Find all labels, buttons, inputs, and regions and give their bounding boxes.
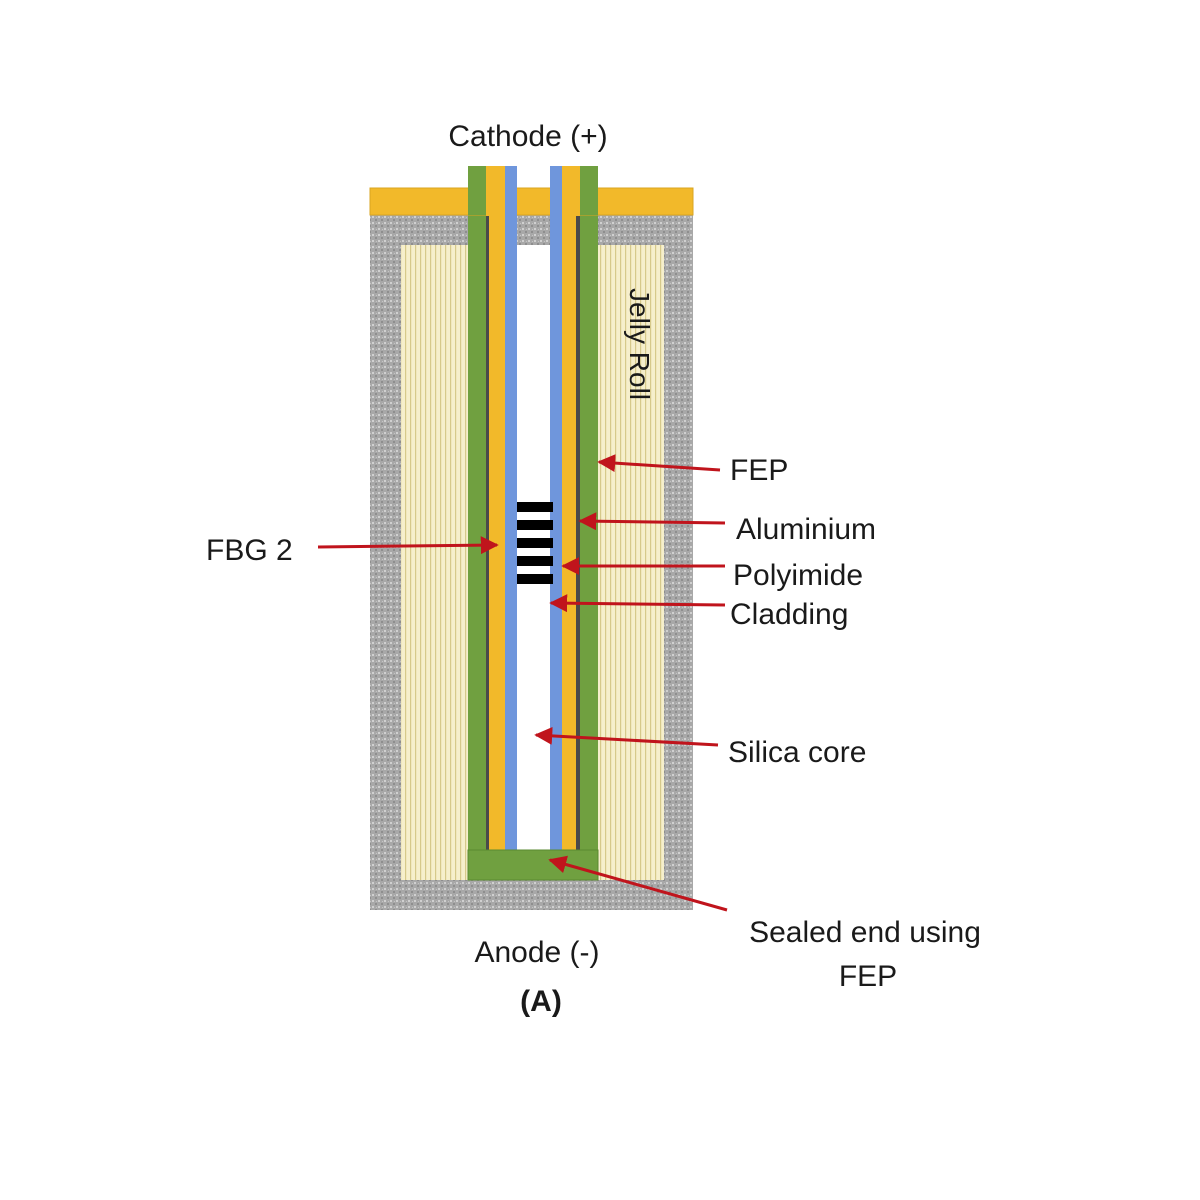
polyimide-right-top: [562, 166, 580, 216]
sealed-end-label-line1: Sealed end using: [749, 916, 981, 949]
anode-label: Anode (-): [474, 936, 599, 969]
sealed-end-arrow: [548, 855, 728, 912]
fbg-grating: [517, 502, 553, 584]
cladding-right: [550, 166, 562, 850]
fep-label: FEP: [730, 454, 788, 487]
fep-arrow: [597, 454, 721, 473]
polyimide-right: [562, 166, 576, 850]
grating-line: [517, 556, 553, 566]
fep-left-wall: [468, 166, 486, 850]
silica-core-arrow: [534, 726, 719, 747]
fep-right-through-cap: [580, 188, 598, 215]
fbg-label: FBG 2: [206, 534, 293, 567]
fep-right-wall: [580, 166, 598, 850]
cladding-right-top: [550, 166, 562, 216]
aluminium-arrow: [578, 512, 726, 531]
jelly-roll-label: Jelly Roll: [624, 288, 655, 400]
aluminium-label: Aluminium: [736, 513, 876, 546]
top-gap: [517, 160, 550, 192]
polyimide-left-top: [486, 166, 505, 216]
jelly-roll-right: [598, 245, 664, 880]
sealed-end-plug: [467, 849, 599, 881]
panel-label: (A): [520, 985, 562, 1018]
cladding-label: Cladding: [730, 598, 848, 631]
sealed-end-label-line2: FEP: [839, 960, 897, 993]
cladding-arrow: [549, 594, 726, 613]
fep-right-top: [580, 166, 598, 188]
grating-line: [517, 538, 553, 548]
polyimide-label: Polyimide: [733, 559, 863, 592]
cathode-cap: [369, 187, 694, 216]
grating-line: [517, 520, 553, 530]
aluminium-right: [576, 213, 580, 850]
fbg-arrow: [317, 536, 499, 555]
arrows: [317, 454, 728, 912]
jelly-roll-left: [401, 245, 468, 880]
grating-line: [517, 574, 553, 584]
polyimide-left: [489, 166, 505, 850]
silica-core-label: Silica core: [728, 736, 866, 769]
aluminium-left: [486, 213, 489, 850]
grating-line: [517, 502, 553, 512]
cladding-left-top: [505, 166, 517, 216]
fep-left-through-cap: [468, 188, 486, 215]
cathode-label: Cathode (+): [448, 120, 607, 153]
fep-left-top: [468, 166, 486, 188]
cladding-left: [505, 166, 517, 850]
